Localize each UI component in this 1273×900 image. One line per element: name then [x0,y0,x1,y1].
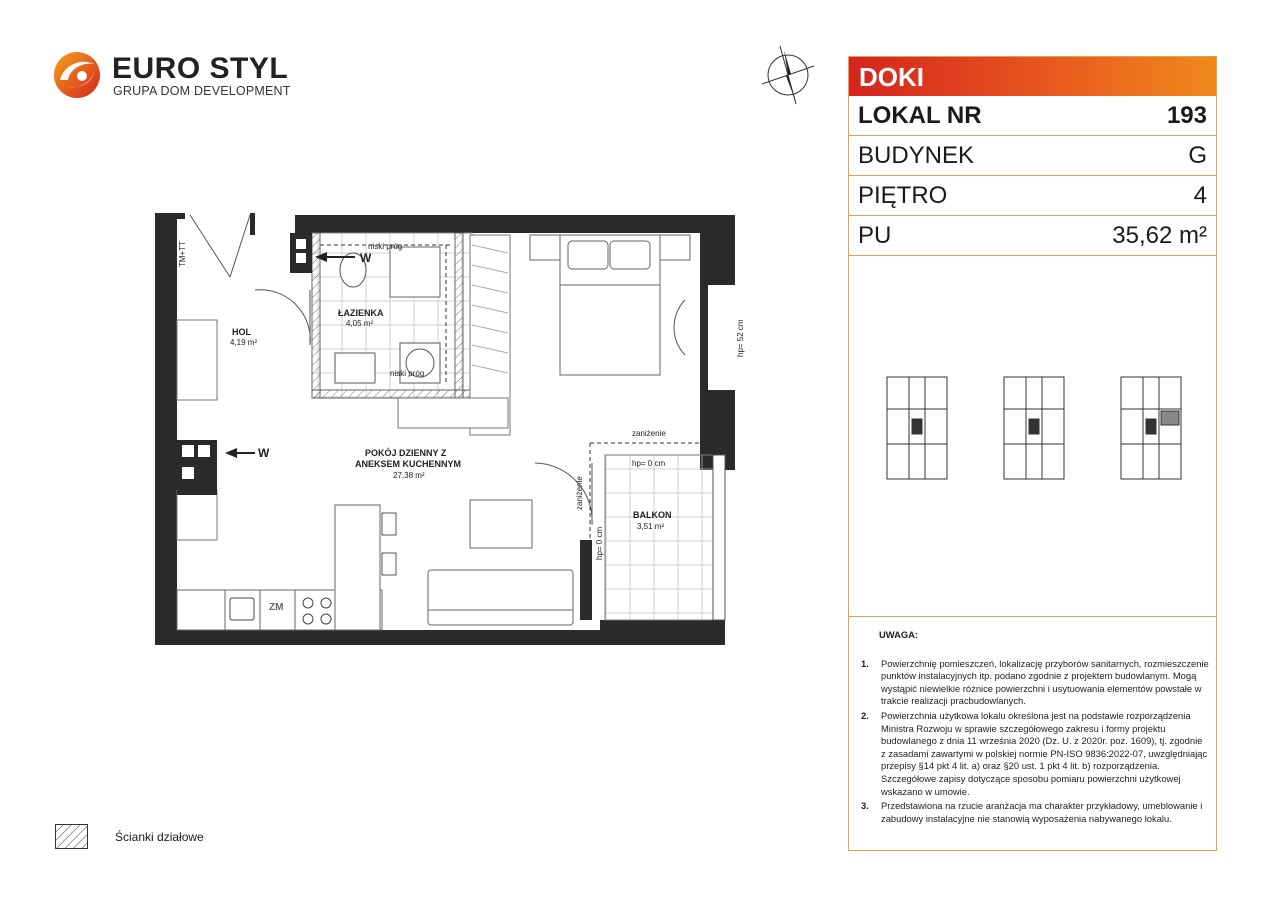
row-pu: PU 35,62 m² [849,216,1216,256]
note-number: 2. [861,709,869,721]
north-compass-icon [761,45,815,105]
panel-header: DOKI [849,57,1216,96]
floor-plan-drawing [155,213,735,645]
note-zanizenie-side: zaniżenie [575,476,584,510]
notes: UWAGA: 1. Powierzchnię pomieszczeń, loka… [859,629,1209,827]
info-panel: DOKI LOKAL NR 193 BUDYNEK G PIĘTRO 4 PU … [848,56,1217,851]
room-name-balkon: BALKON [633,510,672,520]
note-number: 3. [861,800,869,812]
room-name-living-line2: ANEKSEM KUCHENNYM [355,459,462,469]
note-niski-prog-top: niski próg [368,242,403,251]
row-label: PIĘTRO [858,182,948,209]
row-label: BUDYNEK [858,142,975,169]
brand-mark-icon [54,52,100,98]
floor-plan: HOL 4,19 m² ŁAZIENKA 4,05 m² POKÓJ DZIEN… [150,205,745,665]
note-text: Powierzchnia użytkowa lokalu określona j… [881,709,1208,797]
legend: Ścianki działowe [55,824,255,852]
room-area-living: 27,38 m² [393,471,425,480]
note-item: 2. Powierzchnia użytkowa lokalu określon… [859,710,1209,798]
row-budynek: BUDYNEK G [849,136,1216,176]
notes-title: UWAGA: [879,629,919,640]
room-name-hol: HOL [232,327,251,337]
note-tm-tt: TM+TT [178,241,187,267]
row-value: G [1188,142,1207,169]
note-hp-0-top: hp= 0 cm [632,459,666,468]
note-niski-prog-bottom: niski próg [390,369,425,378]
note-zanizenie: zaniżenie [632,429,666,438]
room-name-lazienka: ŁAZIENKA [338,308,384,318]
note-w-bathroom: W [360,251,372,265]
row-value: 193 [1166,102,1207,129]
row-label: PU [858,222,892,249]
building-key-plans [886,376,1182,480]
room-name-living-line1: POKÓJ DZIENNY Z [365,448,447,458]
room-area-balkon: 3,51 m² [637,522,665,531]
note-number: 1. [861,657,869,669]
brand-subtitle: GRUPA DOM DEVELOPMENT [113,84,291,98]
project-name: DOKI [859,62,924,92]
legend-label: Ścianki działowe [115,830,204,844]
note-item: 1. Powierzchnię pomieszczeń, lokalizację… [859,658,1209,708]
row-value: 35,62 m² [1112,222,1207,249]
row-value: 4 [1193,182,1207,209]
note-zm: ZM [269,602,284,613]
row-pietro: PIĘTRO 4 [849,176,1216,216]
brand-name: EURO STYL [112,52,289,85]
note-text: Przedstawiona na rzucie aranżacja ma cha… [881,800,1203,824]
note-hp-0-side: hp= 0 cm [595,526,604,560]
brand-logo: EURO STYL GRUPA DOM DEVELOPMENT [52,50,290,102]
note-hp-52: hp= 52 cm [736,319,745,357]
row-lokal-nr: LOKAL NR 193 [849,96,1216,136]
notes-divider [849,616,1216,617]
row-label: LOKAL NR [858,102,982,129]
note-w-kitchen: W [258,446,270,460]
note-text: Powierzchnię pomieszczeń, lokalizację pr… [881,657,1209,707]
note-item: 3. Przedstawiona na rzucie aranżacja ma … [859,800,1209,825]
room-area-hol: 4,19 m² [230,338,258,347]
room-area-lazienka: 4,05 m² [346,319,374,328]
hatch-swatch-icon [55,824,88,849]
